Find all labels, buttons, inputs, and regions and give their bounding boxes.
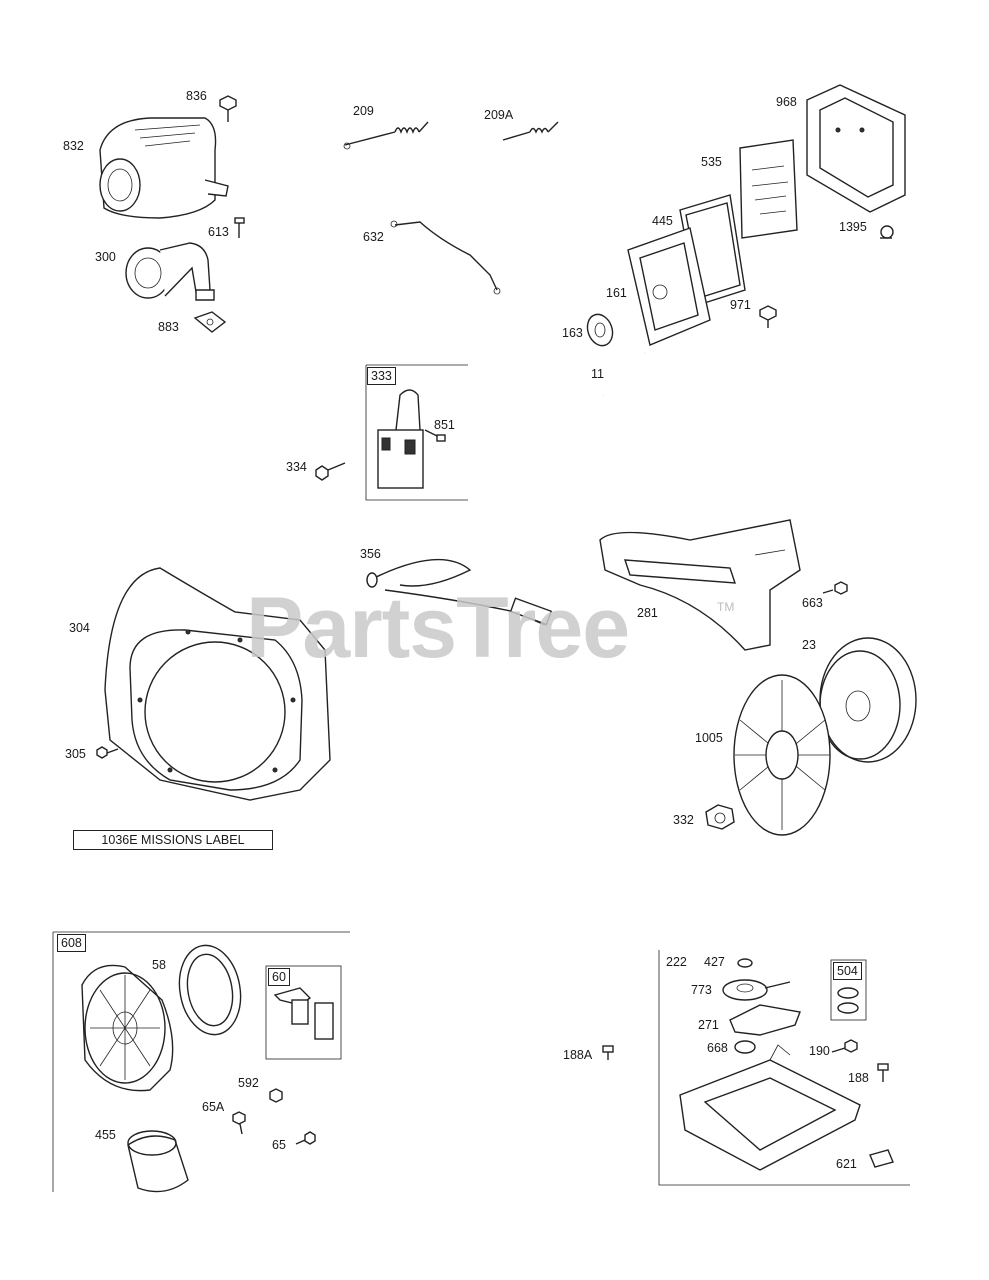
part-773-governor[interactable] xyxy=(722,979,791,1001)
part-304-blower-housing[interactable] xyxy=(104,567,331,801)
callout-773[interactable]: 773 xyxy=(691,983,712,997)
part-65a-screw[interactable] xyxy=(232,1111,246,1135)
callout-11[interactable]: 11 xyxy=(591,367,604,381)
part-883-gasket[interactable] xyxy=(193,311,227,333)
callout-883[interactable]: 883 xyxy=(158,320,179,334)
callout-832[interactable]: 832 xyxy=(63,139,84,153)
callout-300[interactable]: 300 xyxy=(95,250,116,264)
part-188-screw[interactable] xyxy=(877,1063,889,1082)
part-668-bushing[interactable] xyxy=(734,1040,756,1054)
part-281-shield[interactable] xyxy=(599,519,801,651)
part-161-base[interactable] xyxy=(627,227,711,346)
kit-label-504[interactable]: 504 xyxy=(833,962,862,980)
kit-label-60[interactable]: 60 xyxy=(268,968,290,986)
callout-613[interactable]: 613 xyxy=(208,225,229,239)
callout-304[interactable]: 304 xyxy=(69,621,90,635)
callout-209[interactable]: 209 xyxy=(353,104,374,118)
part-209a-spring[interactable] xyxy=(502,121,559,141)
watermark-logo: PartsTree xyxy=(246,580,630,676)
kit-label-333[interactable]: 333 xyxy=(367,367,396,385)
callout-332[interactable]: 332 xyxy=(673,813,694,827)
callout-445[interactable]: 445 xyxy=(652,214,673,228)
callout-305[interactable]: 305 xyxy=(65,747,86,761)
part-613-screw[interactable] xyxy=(234,217,245,238)
part-271-bracket[interactable] xyxy=(729,1004,801,1036)
part-356-wire[interactable] xyxy=(366,558,553,626)
part-1005-fan[interactable] xyxy=(733,674,831,836)
callout-427[interactable]: 427 xyxy=(704,955,725,969)
part-851-wire[interactable] xyxy=(424,429,446,442)
callout-668[interactable]: 668 xyxy=(707,1041,728,1055)
part-836-bolt[interactable] xyxy=(219,95,237,122)
part-23-flywheel[interactable] xyxy=(819,637,917,763)
part-334-screw[interactable] xyxy=(315,462,346,481)
callout-632[interactable]: 632 xyxy=(363,230,384,244)
callout-356[interactable]: 356 xyxy=(360,547,381,561)
part-163-gasket[interactable] xyxy=(583,311,616,349)
part-592-nut[interactable] xyxy=(269,1088,283,1103)
callout-65a[interactable]: 65A xyxy=(202,1100,225,1114)
part-333-armature[interactable] xyxy=(377,389,424,489)
part-209-spring[interactable] xyxy=(343,121,429,150)
part-305-screw[interactable] xyxy=(96,746,119,759)
part-58-rope[interactable] xyxy=(173,940,248,1039)
kit-504-frame xyxy=(830,959,867,1021)
part-971-bolt[interactable] xyxy=(759,305,777,328)
callout-836[interactable]: 836 xyxy=(186,89,207,103)
missions-label-note: 1036E MISSIONS LABEL xyxy=(73,830,273,850)
watermark-trademark: TM xyxy=(717,600,735,614)
callout-535[interactable]: 535 xyxy=(701,155,722,169)
part-832-housing[interactable] xyxy=(99,117,229,219)
part-632-link[interactable] xyxy=(390,220,501,295)
callout-455[interactable]: 455 xyxy=(95,1128,116,1142)
callout-968[interactable]: 968 xyxy=(776,95,797,109)
callout-663[interactable]: 663 xyxy=(802,596,823,610)
part-621-clip[interactable] xyxy=(869,1149,894,1168)
callout-271[interactable]: 271 xyxy=(698,1018,719,1032)
part-1395-clip[interactable] xyxy=(880,225,894,239)
part-427-nut[interactable] xyxy=(737,958,753,968)
part-535-label[interactable] xyxy=(739,139,798,239)
callout-334[interactable]: 334 xyxy=(286,460,307,474)
callout-190[interactable]: 190 xyxy=(809,1044,830,1058)
part-base-plate[interactable] xyxy=(679,1044,861,1171)
kit-333-frame xyxy=(365,364,468,501)
callout-209a[interactable]: 209A xyxy=(484,108,514,122)
callout-65[interactable]: 65 xyxy=(272,1138,286,1152)
part-11-tube[interactable] xyxy=(601,351,647,397)
callout-222[interactable]: 222 xyxy=(666,955,687,969)
callout-163[interactable]: 163 xyxy=(562,326,583,340)
kit-label-608[interactable]: 608 xyxy=(57,934,86,952)
part-332-nut[interactable] xyxy=(705,804,735,830)
kit-608-frame xyxy=(52,931,350,1192)
part-65-screw[interactable] xyxy=(295,1131,316,1145)
part-300-elbow[interactable] xyxy=(125,242,215,301)
callout-188a[interactable]: 188A xyxy=(563,1048,593,1062)
callout-851[interactable]: 851 xyxy=(434,418,455,432)
callout-1395[interactable]: 1395 xyxy=(839,220,867,234)
kit-60-frame xyxy=(265,965,342,1060)
kit-base-frame xyxy=(658,950,910,1186)
callout-971[interactable]: 971 xyxy=(730,298,751,312)
part-504-washers[interactable] xyxy=(837,987,859,1014)
callout-1005[interactable]: 1005 xyxy=(695,731,723,745)
part-60-handle[interactable] xyxy=(273,987,334,1040)
callout-592[interactable]: 592 xyxy=(238,1076,259,1090)
callout-621[interactable]: 621 xyxy=(836,1157,857,1171)
callout-188[interactable]: 188 xyxy=(848,1071,869,1085)
part-663-screw[interactable] xyxy=(822,581,848,595)
part-188a-screw[interactable] xyxy=(602,1045,614,1060)
part-190-screw[interactable] xyxy=(831,1039,858,1053)
part-608-starter[interactable] xyxy=(81,964,174,1092)
part-968-cover[interactable] xyxy=(806,84,906,213)
callout-58[interactable]: 58 xyxy=(152,958,166,972)
callout-161[interactable]: 161 xyxy=(606,286,627,300)
callout-23[interactable]: 23 xyxy=(802,638,816,652)
callout-281[interactable]: 281 xyxy=(637,606,658,620)
part-455-cup[interactable] xyxy=(127,1130,189,1193)
